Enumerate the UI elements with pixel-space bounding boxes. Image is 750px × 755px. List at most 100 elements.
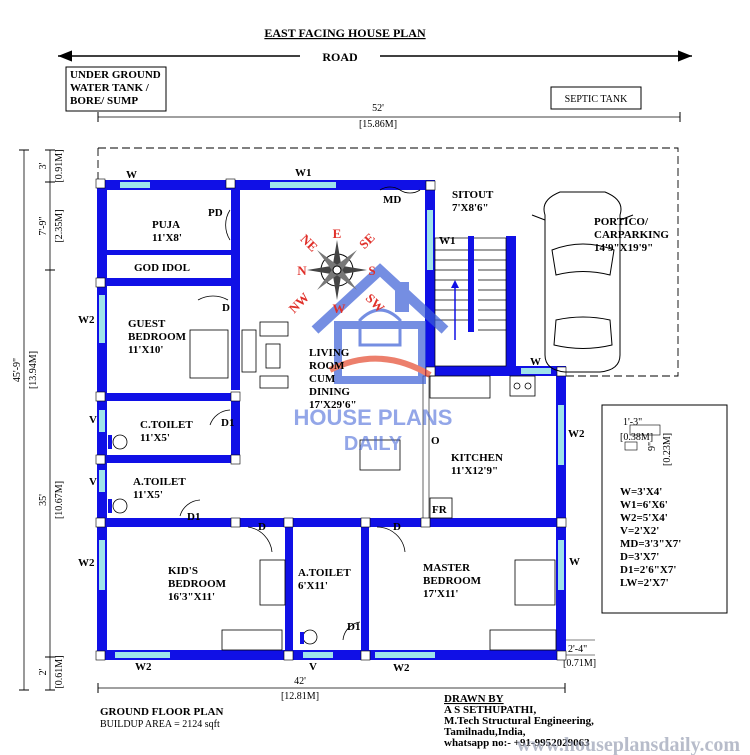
room-atoilet1-name: A.TOILET xyxy=(133,476,186,488)
window-w2-bottom-right: W2 xyxy=(393,662,410,674)
legend-item: LW=2'X7' xyxy=(620,577,669,589)
room-guest-name: GUEST xyxy=(128,318,166,330)
room-portico-line1: PORTICO/ xyxy=(594,216,649,228)
room-atoilet2-name: A.TOILET xyxy=(298,567,351,579)
room-kids-line1: KID'S xyxy=(168,565,198,577)
legend-detail-v-m: [0.23M] xyxy=(662,433,673,466)
room-portico-line2: CARPARKING xyxy=(594,229,669,241)
compass-nw: NW xyxy=(286,290,312,316)
legend-box xyxy=(601,404,728,614)
bottom-dimension-m: [12.81M] xyxy=(281,691,319,702)
footer-location: Tamilnadu,India, xyxy=(444,726,526,738)
footer-area: BUILDUP AREA = 2124 sqft xyxy=(100,719,220,730)
footer-drawn-by: DRAWN BY xyxy=(444,693,504,705)
room-living-line3: CUM xyxy=(309,373,336,385)
septic-tank-box xyxy=(550,86,642,110)
left-dim-d-ft: 2' xyxy=(38,668,49,675)
window-w1-sitout: W1 xyxy=(439,235,456,247)
left-dim-b-m: [2.35M] xyxy=(54,209,65,242)
compass-se: SE xyxy=(356,230,378,252)
room-sitout-size: 7'X8'6" xyxy=(452,202,489,214)
water-tank-line3: BORE/ SUMP xyxy=(70,95,138,107)
compass-e: E xyxy=(333,226,342,241)
room-sitout-name: SITOUT xyxy=(452,189,494,201)
doors xyxy=(179,186,421,641)
ventilator-v2: V xyxy=(89,476,97,488)
room-living-line1: LIVING xyxy=(309,347,350,359)
left-dim-a-ft: 3' xyxy=(38,162,49,169)
right-dimension-ft: 2'-4" xyxy=(568,644,587,655)
water-tank-line1: UNDER GROUND xyxy=(70,69,161,81)
legend-item: D=3'X7' xyxy=(620,551,659,563)
room-puja-name: PUJA xyxy=(152,219,180,231)
footer-qualification: M.Tech Structural Engineering, xyxy=(444,715,594,727)
door-pd: PD xyxy=(208,207,223,219)
window-w-top: W xyxy=(126,169,137,181)
door-d-master: D xyxy=(393,521,401,533)
watermark-logo xyxy=(311,263,449,384)
compass-s: S xyxy=(368,263,375,278)
room-puja-size: 11'X8' xyxy=(152,232,182,244)
plan-title: EAST FACING HOUSE PLAN xyxy=(264,26,426,40)
room-kitchen-size: 11'X12'9" xyxy=(451,465,498,477)
door-d1-atoilet: D1 xyxy=(187,511,200,523)
door-d1-ctoilet: D1 xyxy=(221,417,234,429)
footer-website: www.houseplansdaily.com xyxy=(517,734,741,755)
room-kitchen-name: KITCHEN xyxy=(451,452,503,464)
legend-items: W=3'X4'W1=6'X6'W2=5'X4'V=2'X2'MD=3'3"X7'… xyxy=(620,486,681,589)
window-w-stair: W xyxy=(530,356,541,368)
room-master-line1: MASTER xyxy=(423,562,471,574)
opening-o: O xyxy=(431,435,440,447)
window-w2-bottom-left: W2 xyxy=(135,661,152,673)
left-dim-c-ft: 35' xyxy=(38,494,49,506)
left-dim-total-ft: 45'-9" xyxy=(12,358,23,382)
room-ctoilet-name: C.TOILET xyxy=(140,419,193,431)
footer-plan-name: GROUND FLOOR PLAN xyxy=(100,706,224,718)
left-dim-d-m: [0.61M] xyxy=(54,655,65,688)
left-dim-total-m: [13.94M] xyxy=(28,351,39,389)
footer-whatsapp: whatsapp no:- +91-9952029063 xyxy=(444,737,590,749)
window-w2-kitchen: W2 xyxy=(568,428,585,440)
window-w2-guest: W2 xyxy=(78,314,95,326)
ventilator-v1: V xyxy=(89,414,97,426)
window-w2-kids: W2 xyxy=(78,557,95,569)
room-atoilet2-size: 6'X11' xyxy=(298,580,328,592)
room-living-line4: DINING xyxy=(309,386,350,398)
watermark-line2: DAILY xyxy=(344,433,403,455)
water-tank-box xyxy=(65,66,167,112)
bottom-dimension-ft: 42' xyxy=(294,676,306,687)
window-w-master: W xyxy=(569,556,580,568)
left-dim-b-ft: 7'-9" xyxy=(38,216,49,235)
legend-item: W2=5'X4' xyxy=(620,512,668,524)
right-dimension-m: [0.71M] xyxy=(563,658,596,669)
legend-detail-ft: 1'-3" xyxy=(623,417,642,428)
legend-item: D1=2'6"X7' xyxy=(620,564,676,576)
footer-author: A S SETHUPATHI, xyxy=(444,704,536,716)
watermark-line1: HOUSE PLANS xyxy=(294,405,453,430)
door-d-kids: D xyxy=(258,521,266,533)
legend-item: MD=3'3"X7' xyxy=(620,538,681,550)
left-dim-a-m: [0.91M] xyxy=(54,149,65,182)
road-label: ROAD xyxy=(322,50,358,64)
compass-rose xyxy=(307,240,367,300)
legend-item: W=3'X4' xyxy=(620,486,662,498)
plot-boundary xyxy=(98,147,679,377)
compass-n: N xyxy=(297,263,307,278)
god-idol-label: GOD IDOL xyxy=(134,262,190,274)
room-kids-line2: BEDROOM xyxy=(168,578,227,590)
room-portico-size: 14'9"X19'9" xyxy=(594,242,653,254)
top-dimension-m: [15.86M] xyxy=(359,119,397,130)
windows xyxy=(99,182,564,658)
window-w1-top: W1 xyxy=(295,167,312,179)
septic-tank-label: SEPTIC TANK xyxy=(565,94,628,105)
room-ctoilet-size: 11'X5' xyxy=(140,432,170,444)
legend-detail-v-ft: 9" xyxy=(647,442,658,451)
door-md: MD xyxy=(383,194,401,206)
legend-item: W1=6'X6' xyxy=(620,499,668,511)
left-dim-c-m: [10.67M] xyxy=(54,481,65,519)
ventilator-v-bottom: V xyxy=(309,661,317,673)
door-d-guest: D xyxy=(222,302,230,314)
room-living-line2: ROOM xyxy=(309,360,345,372)
room-guest-name2: BEDROOM xyxy=(128,331,187,343)
